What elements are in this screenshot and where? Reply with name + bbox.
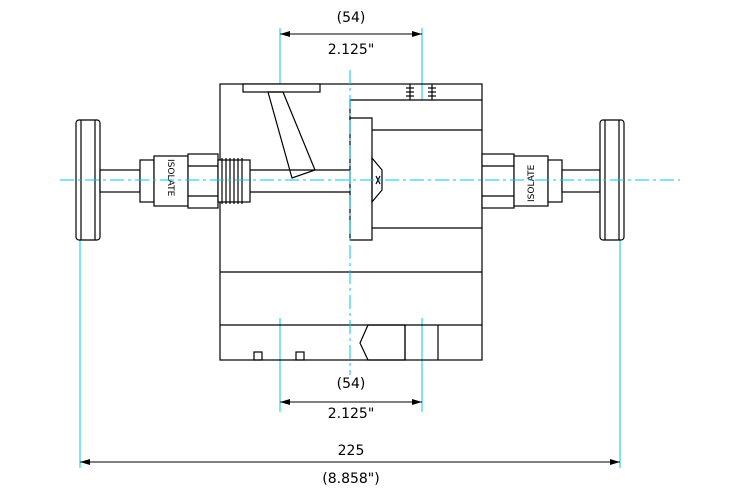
seat-block xyxy=(349,117,373,241)
body-outline xyxy=(219,83,483,361)
right-stem xyxy=(561,169,601,193)
left-thread-marks xyxy=(221,158,243,204)
left-body-hex xyxy=(187,153,219,209)
top-dim-in: 2.125" xyxy=(328,42,375,58)
bottom-dim-in: 2.125" xyxy=(328,406,375,422)
left-valve-label: ISOLATE xyxy=(165,159,175,197)
bottom-pocket xyxy=(359,324,406,361)
seat-tip xyxy=(371,156,383,204)
left-nut xyxy=(139,159,155,203)
bottom-dim-mm: (54) xyxy=(337,376,366,392)
left-bonnet xyxy=(153,155,189,207)
left-stem xyxy=(99,169,141,193)
top-port xyxy=(242,83,321,93)
manifold-body xyxy=(219,83,483,361)
top-dimension: (54) 2.125" xyxy=(280,10,422,58)
overall-dim-mm: 225 xyxy=(338,443,365,459)
right-bonnet xyxy=(513,155,549,207)
bottom-dimension: (54) 2.125" xyxy=(280,376,422,422)
right-body-hex xyxy=(481,153,515,209)
right-nut xyxy=(547,159,563,203)
right-valve-label: ISOLATE xyxy=(527,164,537,202)
overall-dim-in: (8.858") xyxy=(322,471,379,487)
angled-bore xyxy=(267,91,316,179)
overall-dimension: 225 (8.858") xyxy=(80,443,620,487)
top-dim-mm: (54) xyxy=(337,10,366,26)
